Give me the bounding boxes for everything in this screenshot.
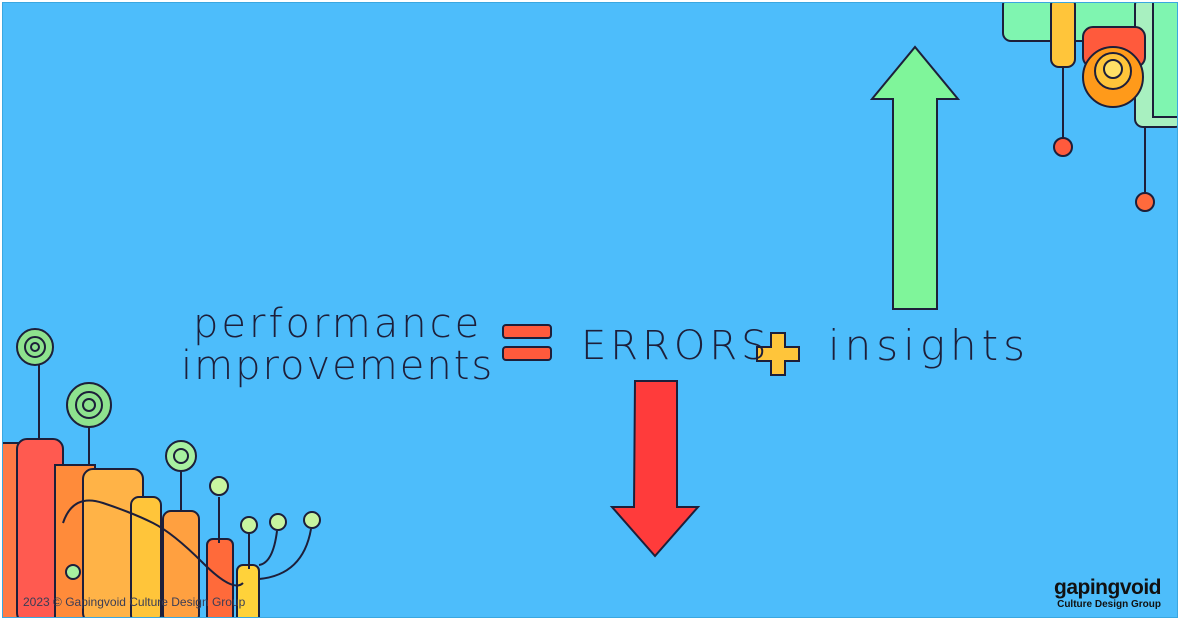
equation-term-insights: insights <box>828 321 1031 370</box>
up-arrow-icon <box>869 45 961 310</box>
illustration-art <box>3 3 1177 617</box>
bottom-left-decoration <box>3 328 321 617</box>
brand-name: gapingvoid <box>1054 576 1162 599</box>
down-arrow-icon <box>609 380 701 558</box>
equation-term-errors: errors <box>581 323 771 369</box>
copyright-text: 2023 © Gapingvoid Culture Design Group <box>23 595 246 609</box>
equals-icon <box>502 324 552 361</box>
plus-icon <box>756 332 800 376</box>
equation-left-line2: improvements <box>181 343 495 389</box>
brand-tagline: Culture Design Group <box>1057 599 1161 610</box>
top-right-decoration <box>1002 3 1177 212</box>
equation-left-line1: performance <box>193 301 483 347</box>
brand-logo: gapingvoid Culture Design Group <box>1054 576 1162 611</box>
